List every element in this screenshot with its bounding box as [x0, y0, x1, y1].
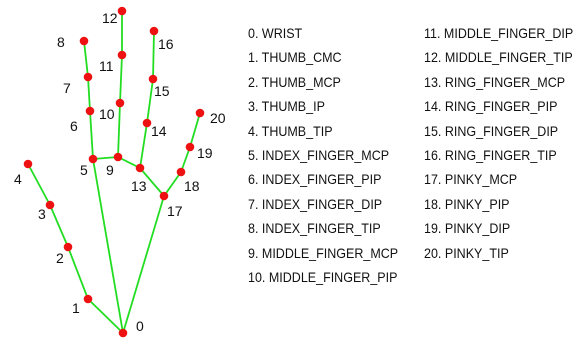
joint-2 [63, 242, 73, 252]
legend-item: 12. MIDDLE_FINGER_TIP [424, 50, 573, 66]
joint-label-4: 4 [14, 171, 22, 187]
legend-item: 4. THUMB_TIP [248, 123, 333, 139]
joint-label-15: 15 [154, 83, 170, 99]
joint-label-2: 2 [56, 250, 64, 266]
joint-label-8: 8 [57, 34, 65, 50]
joint-6 [85, 106, 95, 116]
legend-column-left: 0. WRIST 1. THUMB_CMC 2. THUMB_MCP 3. TH… [248, 22, 411, 290]
joint-20 [195, 108, 205, 118]
hand-skeleton-bones [27, 11, 201, 334]
legend-item: 0. WRIST [248, 26, 303, 41]
bone-10-11 [119, 54, 123, 104]
joint-8 [79, 36, 89, 46]
joint-17 [159, 191, 169, 201]
joint-3 [45, 200, 55, 210]
bone-13-14 [139, 122, 148, 169]
bone-7-8 [83, 40, 89, 78]
bone-13-17 [139, 167, 165, 197]
legend-item: 16. RING_FINGER_TIP [424, 147, 557, 163]
bone-19-20 [189, 112, 201, 148]
bone-0-1 [87, 298, 124, 334]
joint-label-1: 1 [72, 300, 80, 316]
joint-0 [118, 328, 128, 338]
joint-12 [117, 6, 127, 16]
joint-1 [83, 294, 93, 304]
hand-skeleton-joints [23, 6, 205, 338]
joint-5 [88, 154, 98, 164]
legend-item: 7. INDEX_FINGER_DIP [248, 196, 383, 212]
joint-label-19: 19 [197, 145, 213, 161]
joint-label-16: 16 [158, 36, 174, 52]
joint-label-6: 6 [70, 118, 78, 134]
legend-item: 13. RING_FINGER_MCP [424, 74, 566, 90]
bone-0-5 [92, 158, 124, 334]
bone-3-4 [27, 163, 51, 206]
joint-label-9: 9 [106, 162, 114, 178]
legend-item: 3. THUMB_IP [248, 99, 325, 115]
joint-19 [185, 142, 195, 152]
legend-item: 18. PINKY_PIP [424, 196, 510, 212]
legend-item: 9. MIDDLE_FINGER_MCP [248, 245, 399, 261]
joint-9 [113, 152, 123, 162]
bone-9-10 [117, 102, 121, 158]
bone-14-15 [146, 78, 154, 124]
joint-label-20: 20 [210, 110, 226, 126]
joint-label-11: 11 [99, 58, 114, 74]
bone-5-6 [89, 110, 94, 160]
bone-0-17 [122, 195, 165, 334]
bone-6-7 [87, 76, 91, 112]
joint-label-18: 18 [184, 178, 200, 194]
bone-1-2 [67, 246, 89, 300]
legend-item: 8. INDEX_FINGER_TIP [248, 221, 381, 237]
joint-label-10: 10 [99, 106, 115, 122]
joint-label-12: 12 [102, 10, 118, 26]
joint-16 [149, 26, 159, 36]
joint-18 [176, 167, 186, 177]
legend-item: 19. PINKY_DIP [424, 221, 511, 237]
legend-item: 14. RING_FINGER_PIP [424, 99, 558, 115]
joint-label-13: 13 [131, 178, 147, 194]
joint-7 [83, 72, 93, 82]
joint-11 [117, 50, 127, 60]
joint-4 [23, 159, 33, 169]
legend-item: 15. RING_FINGER_DIP [424, 123, 559, 139]
joint-label-5: 5 [80, 162, 88, 178]
legend-item: 6. INDEX_FINGER_PIP [248, 172, 382, 188]
legend-item: 2. THUMB_MCP [248, 74, 341, 90]
legend-item: 1. THUMB_CMC [248, 50, 342, 66]
legend-item: 20. PINKY_TIP [424, 245, 509, 261]
bone-17-18 [163, 171, 182, 197]
joint-label-7: 7 [63, 80, 71, 96]
joint-13 [135, 163, 145, 173]
joint-10 [115, 98, 125, 108]
joint-15 [148, 74, 158, 84]
bone-18-19 [180, 146, 191, 173]
joint-14 [142, 118, 152, 128]
legend-item: 11. MIDDLE_FINGER_DIP [424, 26, 574, 41]
bone-2-3 [49, 204, 69, 248]
joint-label-0: 0 [136, 318, 144, 334]
legend-item: 10. MIDDLE_FINGER_PIP [248, 269, 398, 285]
joint-label-14: 14 [151, 123, 167, 139]
legend-item: 17. PINKY_MCP [424, 172, 518, 188]
joint-label-17: 17 [167, 203, 183, 219]
legend-column-right: 11. MIDDLE_FINGER_DIP 12. MIDDLE_FINGER_… [424, 22, 582, 266]
legend-item: 5. INDEX_FINGER_MCP [248, 147, 390, 163]
bone-15-16 [152, 30, 155, 80]
joint-label-3: 3 [38, 206, 46, 222]
